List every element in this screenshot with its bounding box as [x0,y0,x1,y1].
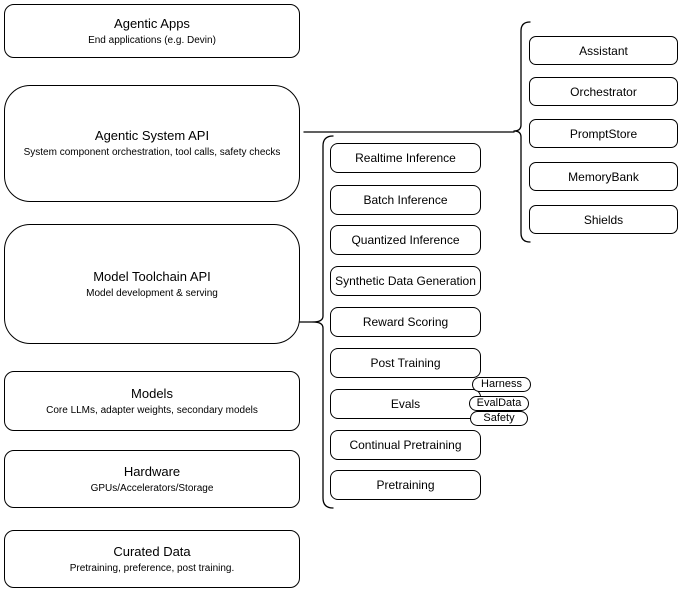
node-title: Curated Data [113,543,191,559]
node-memorybank: MemoryBank [529,162,678,191]
node-subtitle: System component orchestration, tool cal… [23,147,281,158]
node-curated-data: Curated Data Pretraining, preference, po… [4,530,300,588]
node-models: Models Core LLMs, adapter weights, secon… [4,371,300,431]
node-subtitle: Model development & serving [86,287,218,299]
node-subtitle: Core LLMs, adapter weights, secondary mo… [46,404,258,416]
node-synthetic-data-generation: Synthetic Data Generation [330,266,481,296]
node-title: Agentic Apps [114,15,190,31]
node-subtitle: End applications (e.g. Devin) [88,34,216,46]
node-batch-inference: Batch Inference [330,185,481,215]
tag-evaldata: EvalData [469,396,529,411]
node-hardware: Hardware GPUs/Accelerators/Storage [4,450,300,508]
node-subtitle: Pretraining, preference, post training. [69,562,235,574]
node-pretraining: Pretraining [330,470,481,500]
node-title: Model Toolchain API [93,268,211,284]
node-title: Agentic System API [94,128,210,143]
node-realtime-inference: Realtime Inference [330,143,481,173]
node-continual-pretraining: Continual Pretraining [330,430,481,460]
node-quantized-inference: Quantized Inference [330,225,481,255]
brace-system-components [513,21,531,243]
node-title: Models [131,385,173,401]
node-title: Hardware [123,463,181,479]
node-subtitle: GPUs/Accelerators/Storage [90,482,214,494]
node-post-training: Post Training [330,348,481,378]
node-promptstore: PromptStore [529,119,678,148]
node-model-toolchain-api: Model Toolchain API Model development & … [4,224,300,344]
node-orchestrator: Orchestrator [529,77,678,106]
tag-harness: Harness [472,377,531,392]
node-assistant: Assistant [529,36,678,65]
tag-safety: Safety [470,411,528,426]
node-evals: Evals [330,389,481,419]
node-agentic-apps: Agentic Apps End applications (e.g. Devi… [4,4,300,58]
node-shields: Shields [529,205,678,234]
node-reward-scoring: Reward Scoring [330,307,481,337]
node-agentic-system-api: Agentic System API System component orch… [4,85,300,202]
